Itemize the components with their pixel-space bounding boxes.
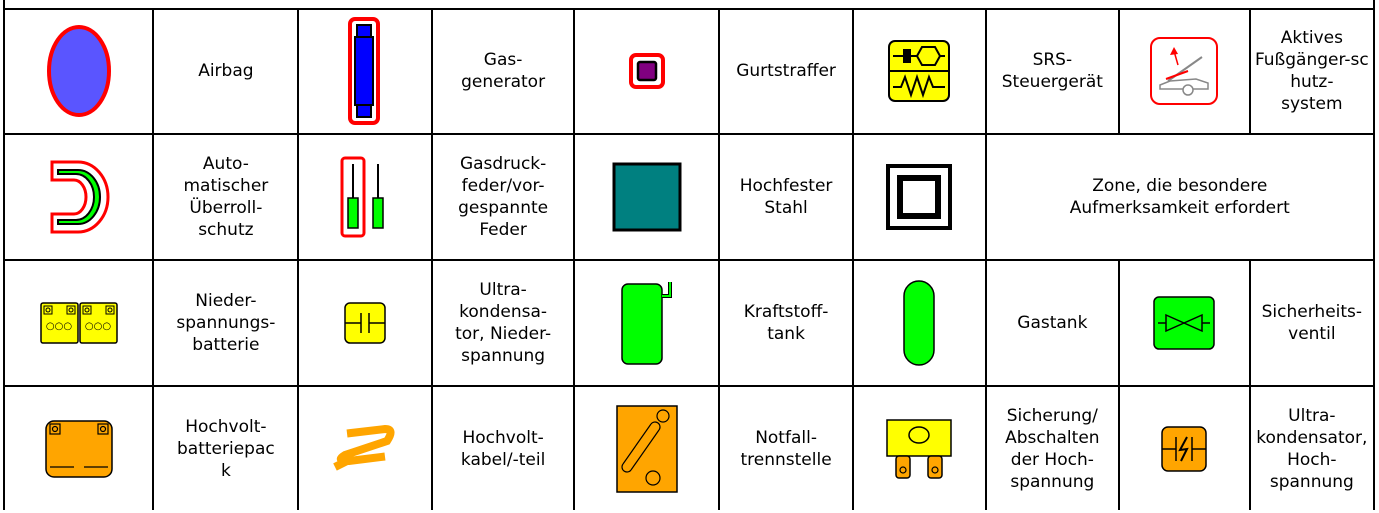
high-voltage-cable-icon xyxy=(333,424,395,471)
cell-high-strength-steel-icon xyxy=(573,133,721,261)
high-voltage-battery-pack-icon xyxy=(44,419,113,478)
label-ultracapacitor-low-voltage: Ultra-kondensa-tor, Nieder-spannung xyxy=(431,259,576,387)
cell-safety-valve-icon xyxy=(1118,259,1251,387)
label-fuel-tank: Kraftstoff-tank xyxy=(718,259,854,387)
label-gas-generator: Gas-generator xyxy=(431,9,576,135)
edge-line-right xyxy=(1373,0,1375,10)
cell-emergency-disconnect-icon xyxy=(573,385,721,510)
cell-gas-spring-icon xyxy=(297,133,434,261)
cell-fuel-tank-icon xyxy=(573,259,721,387)
cell-low-voltage-battery-icon: ○○○ ○○○ xyxy=(2,259,155,387)
label-emergency-disconnect: Notfall-trennstelle xyxy=(718,385,854,510)
label-low-voltage-battery: Nieder-spannungs-batterie xyxy=(152,259,300,387)
legend-table: Airbag Gas-generator Gurtstraffer xyxy=(2,9,1376,510)
label-gas-tank: Gastank xyxy=(984,259,1121,387)
low-voltage-battery-icon: ○○○ ○○○ xyxy=(39,302,118,344)
label-ultracapacitor-high-voltage: Ultra-kondensator,Hoch-spannung xyxy=(1248,385,1376,510)
label-srs-control-unit: SRS-Steuergerät xyxy=(984,9,1121,135)
cell-ultracapacitor-high-voltage-icon xyxy=(1118,385,1251,510)
airbag-icon xyxy=(46,25,111,117)
legend-row-3: ○○○ ○○○ Nieder-spannungs-batterie Ultra-… xyxy=(2,259,1376,387)
cell-gas-tank-icon xyxy=(851,259,987,387)
legend-row-1: Airbag Gas-generator Gurtstraffer xyxy=(2,9,1376,135)
gas-spring-icon xyxy=(340,156,385,238)
cell-gas-generator-icon xyxy=(297,9,434,135)
high-strength-steel-icon xyxy=(612,162,682,232)
high-voltage-fuse-icon xyxy=(886,418,952,479)
ultracapacitor-high-voltage-icon xyxy=(1161,425,1208,472)
cell-high-voltage-battery-pack-icon xyxy=(2,385,155,510)
gas-tank-icon xyxy=(903,280,935,366)
safety-valve-icon xyxy=(1153,296,1216,350)
srs-control-unit-icon xyxy=(888,40,951,102)
svg-text:○○○: ○○○ xyxy=(46,321,72,332)
pedestrian-protection-icon xyxy=(1150,37,1219,105)
cell-rollover-protection-icon xyxy=(2,133,155,261)
label-safety-valve: Sicherheits-ventil xyxy=(1248,259,1376,387)
cell-belt-tensioner-icon xyxy=(573,9,721,135)
attention-zone-icon xyxy=(886,164,953,230)
cell-srs-control-unit-icon xyxy=(851,9,987,135)
gas-generator-icon xyxy=(348,17,381,125)
emergency-disconnect-icon xyxy=(615,404,678,493)
edge-line-left xyxy=(3,0,5,10)
label-high-voltage-cable: Hochvolt-kabel/-teil xyxy=(431,385,576,510)
fuel-tank-icon xyxy=(620,282,672,365)
cell-attention-zone-icon xyxy=(851,133,987,261)
label-belt-tensioner: Gurtstraffer xyxy=(718,9,854,135)
cell-high-voltage-cable-icon xyxy=(297,385,434,510)
rollover-protection-icon xyxy=(50,160,110,234)
cell-pedestrian-protection-icon xyxy=(1118,9,1251,135)
svg-text:○○○: ○○○ xyxy=(85,321,111,332)
cell-airbag-icon xyxy=(2,9,155,135)
ultracapacitor-low-voltage-icon xyxy=(344,302,387,344)
cell-high-voltage-fuse-icon xyxy=(851,385,987,510)
label-airbag: Airbag xyxy=(152,9,300,135)
belt-tensioner-icon xyxy=(628,53,665,89)
cell-ultracapacitor-low-voltage-icon xyxy=(297,259,434,387)
